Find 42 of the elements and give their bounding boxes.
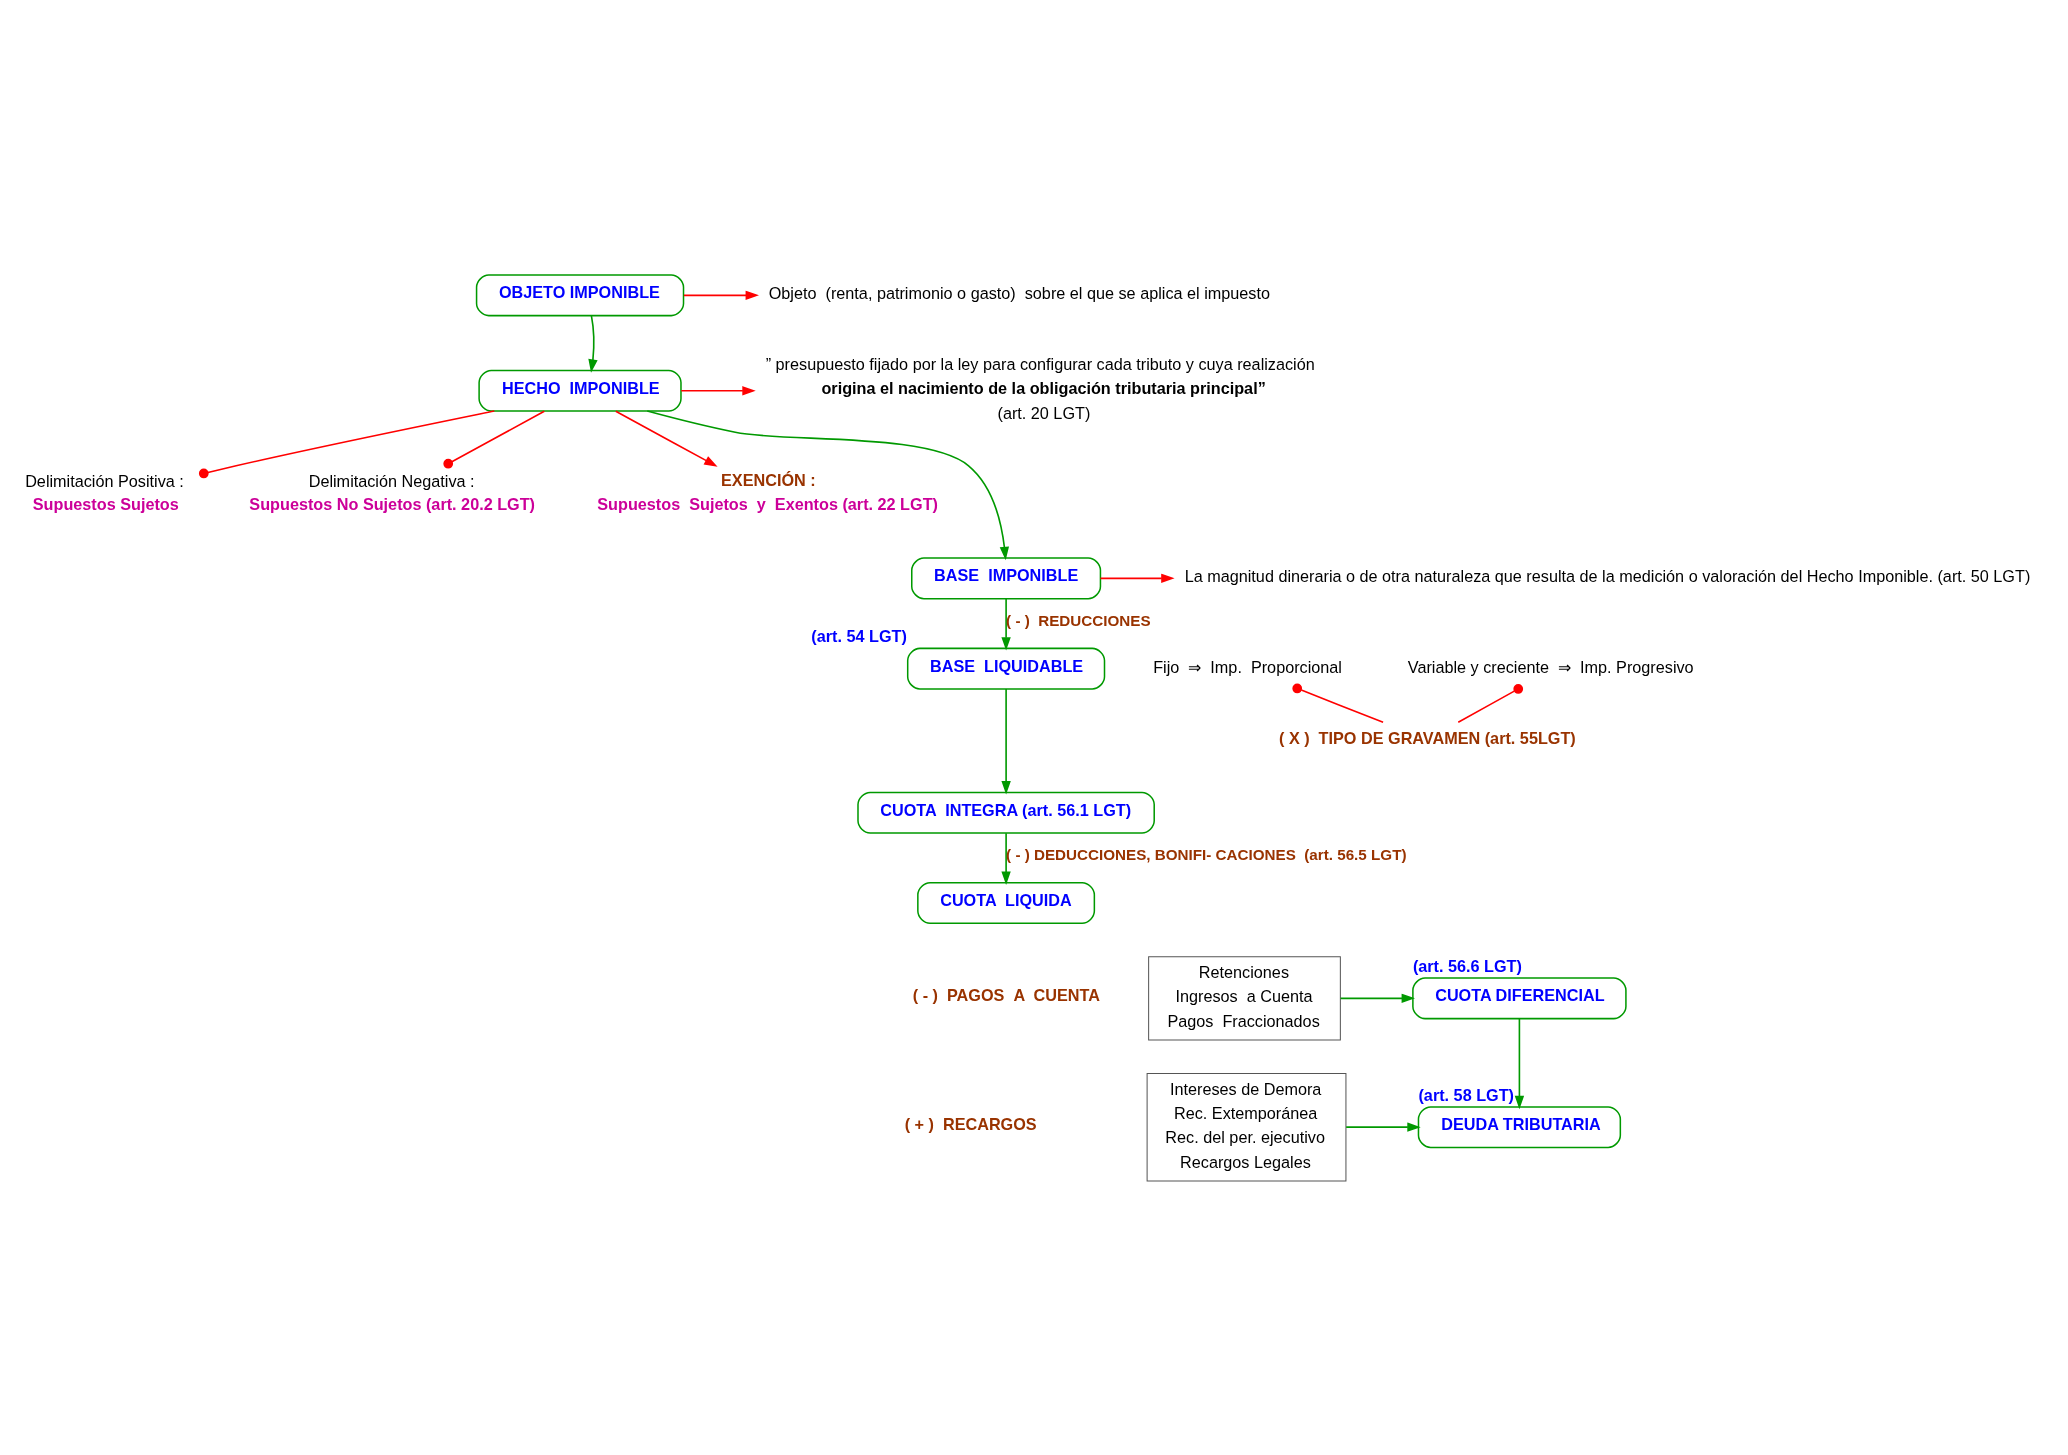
node-box: BASE LIQUIDABLE: [906, 647, 1106, 690]
arrow: [1001, 687, 1011, 794]
node-text: Objeto (renta, patrimonio o gasto) sobre el que se aplica el impuesto: [768, 283, 1270, 302]
arrow: [683, 290, 759, 300]
arrow: [1339, 993, 1415, 1003]
arrow: [1514, 1017, 1525, 1109]
arrow: [614, 409, 718, 467]
node-text: La magnitud dineraria o de otra naturaleza que resulta de la medición o valoración del Hecho Imponible. (art. 50 LGT): [1184, 566, 2031, 585]
node-text: ( - ) PAGOS A CUENTA: [912, 985, 1100, 1004]
node-label: (art. 54 LGT): [811, 626, 907, 645]
node-text: Fijo ⇒ Imp. Proporcional: [1153, 657, 1342, 676]
arrow: [1001, 597, 1011, 651]
edge-label: ( - ) REDUCCIONES: [1006, 611, 1151, 629]
node-text: ” presupuesto fijado por la ley para configurar cada tributo y cuya realización origina el nacimiento de la obligación tributaria principal” (art. 20 LGT): [765, 354, 1315, 422]
node-label: (art. 56.6 LGT): [1412, 956, 1522, 975]
node-box: Retenciones Ingresos a Cuenta Pagos Fraccionados: [1148, 955, 1341, 1040]
node-box: HECHO IMPONIBLE: [478, 369, 682, 412]
node-box: CUOTA INTEGRA (art. 56.1 LGT): [857, 791, 1155, 834]
connector: [1457, 683, 1524, 723]
node-box: OBJETO IMPONIBLE: [475, 273, 685, 316]
arrow: [646, 409, 1010, 560]
connector: [1292, 683, 1384, 723]
node-text: Delimitación Positiva : Supuestos Sujetos: [25, 471, 184, 513]
node-box: BASE IMPONIBLE: [911, 556, 1102, 599]
arrow: [1099, 573, 1175, 583]
arrow: [588, 314, 598, 373]
node-text: EXENCIÓN : Supuestos Sujetos y Exentos (art. 22 LGT): [597, 470, 938, 513]
node-text: Variable y creciente ⇒ Imp. Progresivo: [1407, 657, 1694, 676]
node-box: CUOTA LIQUIDA: [917, 881, 1096, 924]
node-text: Delimitación Negativa : Supuestos No Sujetos (art. 20.2 LGT): [249, 471, 536, 513]
node-text: ( X ) TIPO DE GRAVAMEN (art. 55LGT): [1278, 728, 1576, 747]
node-box: Intereses de Demora Rec. Extemporánea Rec. del per. ejecutivo Recargos Legales: [1146, 1072, 1347, 1181]
arrow: [1345, 1122, 1421, 1132]
arrow: [1001, 832, 1011, 885]
connector: [198, 409, 496, 478]
edge-label: ( - ) DEDUCCIONES, BONIFI- CACIONES (art. 56.5 LGT): [1006, 845, 1407, 863]
connector: [443, 409, 546, 469]
arrow: [680, 385, 756, 395]
node-label: (art. 58 LGT): [1418, 1085, 1514, 1104]
node-box: DEUDA TRIBUTARIA: [1417, 1105, 1622, 1148]
node-text: ( + ) RECARGOS: [904, 1114, 1037, 1133]
node-box: CUOTA DIFERENCIAL: [1412, 976, 1627, 1019]
